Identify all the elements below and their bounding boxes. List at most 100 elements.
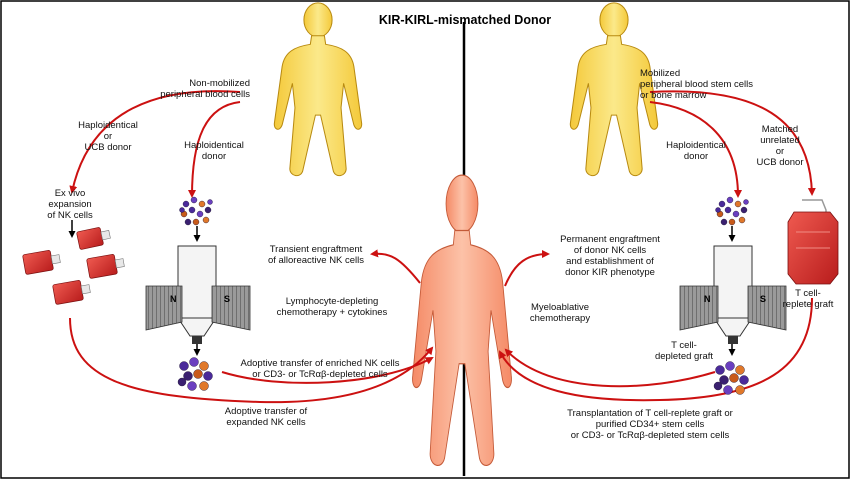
- arrow-to-haplo-selection-right: [649, 101, 742, 198]
- cell-icon: [740, 206, 748, 214]
- label-line: or CD3- or TcRαβ-depleted cells: [252, 369, 388, 380]
- magnet-s-label: S: [224, 294, 230, 304]
- cell-icon: [734, 200, 742, 208]
- label-line: chemotherapy + cytokines: [277, 307, 388, 318]
- cell-icon: [177, 377, 187, 387]
- cell-icon: [202, 216, 210, 224]
- cell-icon: [192, 218, 200, 226]
- t-depleted-label: T cell-depleted graft: [655, 340, 713, 362]
- cell-icon: [729, 373, 739, 383]
- cell-icon: [719, 375, 729, 385]
- arrow-to-t-replete-graft: [649, 90, 816, 196]
- cell-icon: [179, 361, 189, 371]
- label-line: Lymphocyte-depleting: [286, 296, 379, 307]
- label-line: UCB donor: [757, 157, 804, 168]
- diagram-title: KIR-KIRL-mismatched Donor: [379, 13, 551, 27]
- blood-bag-icon: [787, 199, 839, 285]
- cell-icon: [182, 200, 190, 208]
- label-line: of donor NK cells: [574, 245, 647, 256]
- cell-icon: [179, 207, 185, 213]
- label-line: of NK cells: [47, 210, 93, 221]
- cell-icon: [735, 385, 745, 395]
- stem-cell-cluster-icon: [713, 361, 749, 395]
- label-line: Myeloablative: [531, 302, 589, 313]
- cell-icon: [728, 218, 736, 226]
- cell-icon: [724, 206, 732, 214]
- label-line: or: [776, 146, 784, 157]
- cell-icon: [189, 357, 199, 367]
- magnet-s-label: S: [760, 294, 766, 304]
- label-line: chemotherapy: [530, 313, 590, 324]
- label-line: replete graft: [783, 299, 834, 310]
- label-line: Matched: [762, 124, 798, 135]
- label-line: or: [104, 131, 112, 142]
- cell-icon: [198, 200, 206, 208]
- label-line: Transplantation of T cell-replete graft …: [567, 408, 733, 419]
- cell-icon: [715, 207, 721, 213]
- label-line: Non-mobilized: [189, 78, 250, 89]
- magnet-n-label: N: [704, 294, 711, 304]
- cell-icon: [204, 206, 212, 214]
- arrow-transient-engraftment: [370, 249, 421, 284]
- label-line: depleted graft: [655, 351, 713, 362]
- label-line: expansion: [48, 199, 91, 210]
- label-line: Transient engraftment: [270, 244, 363, 255]
- cell-icon: [720, 218, 728, 226]
- label-line: Permanent engraftment: [560, 234, 660, 245]
- label-line: and establishment of: [566, 256, 654, 267]
- label-line: or bone marrow: [640, 90, 707, 101]
- label-line: of alloreactive NK cells: [268, 255, 364, 266]
- cell-icon: [738, 216, 746, 224]
- cell-icon: [196, 210, 204, 218]
- cell-icon: [184, 218, 192, 226]
- label-line: T cell-: [795, 288, 821, 299]
- arrow-expanded-nk-transfer: [69, 317, 434, 404]
- arrow-permanent-engraftment: [504, 250, 550, 287]
- arrow-to-ex-vivo: [69, 90, 241, 194]
- cell-icon: [735, 365, 745, 375]
- label-line: T cell-: [671, 340, 697, 351]
- label-line: purified CD34+ stem cells: [596, 419, 705, 430]
- recipient-figure: [411, 174, 513, 467]
- label-line: donor: [202, 151, 226, 162]
- cell-icon: [199, 361, 209, 371]
- label-line: Mobilized: [640, 68, 680, 79]
- label-line: peripheral blood cells: [160, 89, 250, 100]
- cell-icon: [188, 206, 196, 214]
- cell-icon: [725, 361, 735, 371]
- label-line: UCB donor: [85, 142, 132, 153]
- label-line: Haploidentical: [666, 140, 726, 151]
- culture-flask-icon: [22, 250, 61, 275]
- culture-flask-icon: [52, 280, 91, 305]
- cell-icon: [183, 371, 193, 381]
- cell-icon: [207, 199, 213, 205]
- t-replete-label: T cell-replete graft: [783, 288, 834, 310]
- cell-icon: [732, 210, 740, 218]
- label-line: or CD3- or TcRαβ-depleted stem cells: [571, 430, 730, 441]
- cell-icon: [739, 375, 749, 385]
- label-line: unrelated: [760, 135, 800, 146]
- cell-icon: [203, 371, 213, 381]
- transplantation-label: Transplantation of T cell-replete graft …: [567, 408, 733, 441]
- arrow-to-haplo-selection: [188, 101, 241, 198]
- cell-icon: [743, 199, 749, 205]
- label-line: Adoptive transfer of: [225, 406, 308, 417]
- label-line: Haploidentical: [184, 140, 244, 151]
- label-line: Haploidentical: [78, 120, 138, 131]
- cell-icon: [187, 381, 197, 391]
- magnetic-separation-column-icon: [679, 226, 787, 356]
- cell-icon: [726, 196, 734, 204]
- cell-icon: [199, 381, 209, 391]
- cell-icon: [715, 365, 725, 375]
